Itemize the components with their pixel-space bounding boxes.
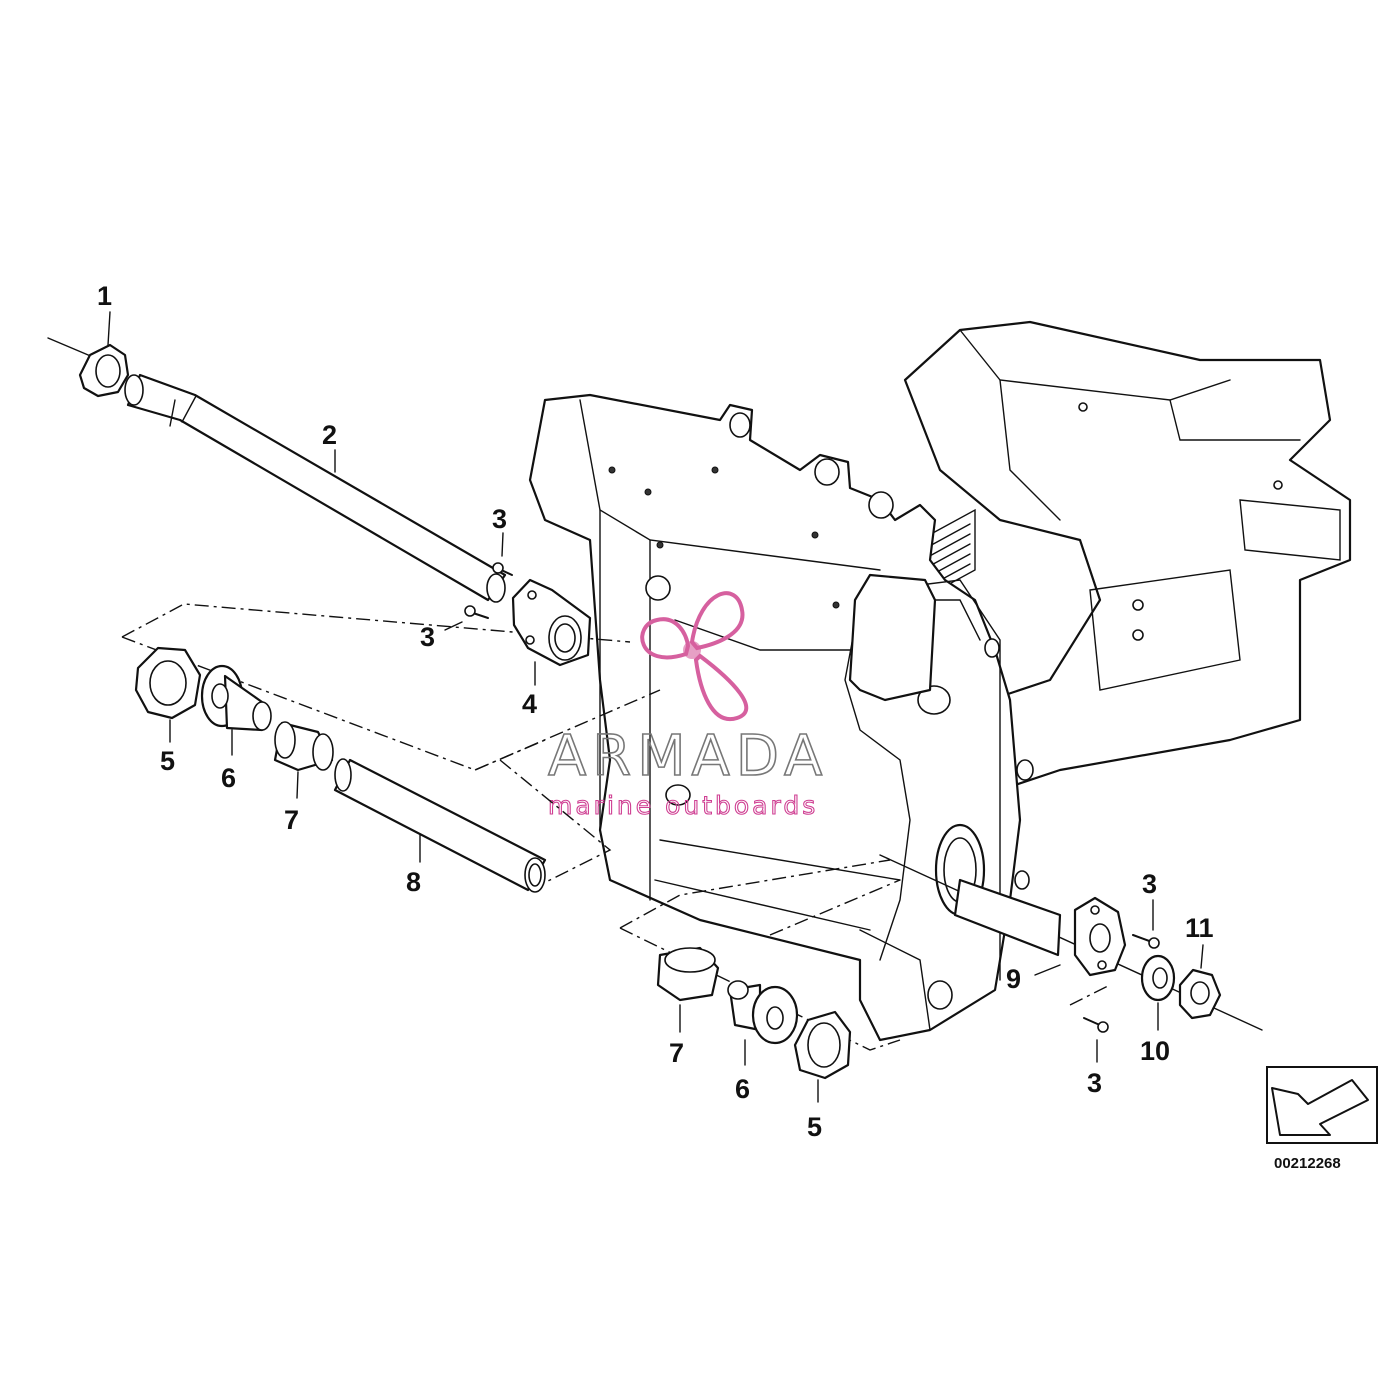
label-part-3-d: 3 (1087, 1068, 1102, 1098)
part-11-nut (1178, 944, 1222, 1020)
arrow-down-left-icon (1271, 1079, 1369, 1136)
watermark: ARMADA marine outboards (547, 591, 828, 821)
part-3-bolts-upper (444, 532, 513, 631)
label-part-8: 8 (406, 867, 421, 897)
label-part-6-right: 6 (735, 1074, 750, 1104)
part-7-sleeve-left (273, 721, 334, 799)
label-part-3-a: 3 (492, 504, 507, 534)
label-part-6-left: 6 (221, 763, 236, 793)
label-part-7-right: 7 (669, 1038, 684, 1068)
part-6-flanged-bush-left (200, 664, 272, 756)
label-part-3-b: 3 (420, 622, 435, 652)
label-part-5-right: 5 (807, 1112, 822, 1142)
label-part-5-left: 5 (160, 746, 175, 776)
label-part-3-c: 3 (1142, 869, 1157, 899)
part-8-spacer-tube (333, 758, 547, 893)
part-4-bearing-flange (511, 578, 592, 686)
label-part-1: 1 (97, 281, 112, 311)
propeller-logo-icon (640, 591, 749, 722)
label-part-10: 10 (1140, 1036, 1170, 1066)
watermark-tagline: marine outboards (548, 791, 818, 820)
reference-code: 00212268 (1274, 1155, 1341, 1172)
part-2-pivot-shaft (124, 373, 507, 603)
part-9-bearing-flange-right (953, 878, 1127, 977)
part-3-bolts-lower (1083, 899, 1160, 1063)
label-part-4: 4 (522, 689, 537, 719)
part-7-sleeve-right (656, 946, 720, 1033)
part-10-washer (1140, 954, 1176, 1031)
label-part-2: 2 (322, 420, 337, 450)
orientation-indicator: 00212268 (1266, 1066, 1378, 1172)
part-1-locknut (78, 311, 130, 398)
watermark-brand: ARMADA (548, 724, 828, 789)
swing-arm-housing (528, 320, 1352, 1042)
part-5-hex-nut-left (134, 646, 202, 743)
label-part-9: 9 (1006, 964, 1021, 994)
label-part-11: 11 (1185, 913, 1214, 943)
part-5-hex-nut-right (793, 1010, 852, 1103)
part-labels: 1 2 3 3 4 5 6 7 8 3 11 9 10 3 7 6 5 (97, 281, 1214, 1142)
part-6-flanged-bush-right (727, 980, 799, 1066)
label-part-7-left: 7 (284, 805, 299, 835)
